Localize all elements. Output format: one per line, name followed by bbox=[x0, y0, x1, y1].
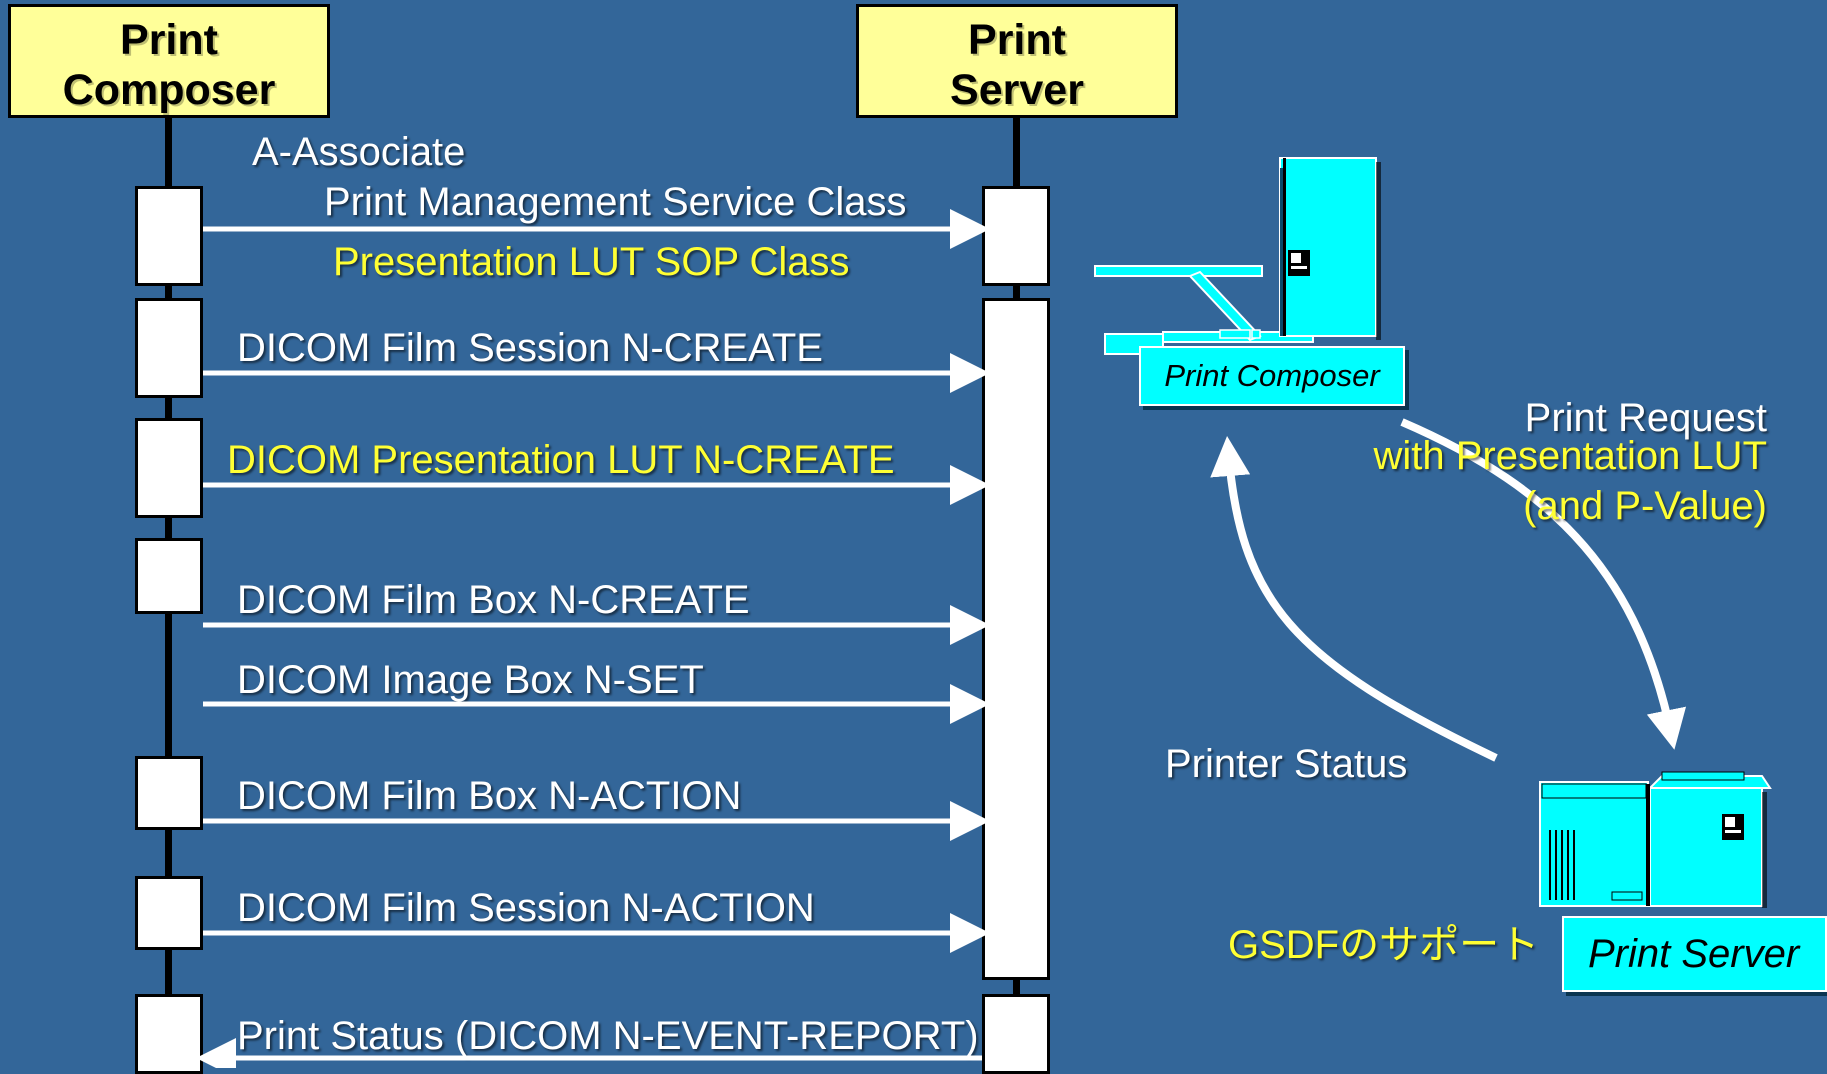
printer-status-arrow bbox=[1210, 436, 1498, 762]
composer-header: Print Composer bbox=[8, 4, 330, 118]
gsdf-support-label: GSDFのサポート bbox=[1228, 923, 1540, 967]
server-activation bbox=[982, 186, 1050, 286]
composer-activation bbox=[135, 298, 203, 398]
msg-pm-service-class: Print Management Service Class bbox=[324, 180, 907, 224]
print-request-label: Print Request bbox=[1524, 396, 1767, 440]
composer-activation bbox=[135, 186, 203, 286]
server-header-line1: Print bbox=[968, 16, 1066, 64]
msg-film-box-action: DICOM Film Box N-ACTION bbox=[237, 774, 742, 818]
server-header-line2: Server bbox=[950, 66, 1084, 114]
print-server-device-icon bbox=[1539, 771, 1772, 908]
msg-film-session-create: DICOM Film Session N-CREATE bbox=[237, 326, 823, 370]
print-composer-device-icon bbox=[1094, 157, 1381, 355]
msg-pres-lut-sop: Presentation LUT SOP Class bbox=[333, 240, 850, 284]
and-pvalue-label: (and P-Value) bbox=[1523, 484, 1767, 528]
composer-header-line1: Print bbox=[120, 16, 218, 64]
msg-print-status: Print Status (DICOM N-EVENT-REPORT) bbox=[237, 1014, 979, 1058]
composer-activation bbox=[135, 994, 203, 1074]
composer-header-line2: Composer bbox=[62, 66, 276, 114]
msg-image-box-set: DICOM Image Box N-SET bbox=[237, 658, 704, 702]
print-server-device-label: Print Server bbox=[1562, 916, 1827, 992]
msg-film-box-create: DICOM Film Box N-CREATE bbox=[237, 578, 750, 622]
msg-film-session-action: DICOM Film Session N-ACTION bbox=[237, 886, 815, 930]
print-request-arrow bbox=[1400, 418, 1687, 750]
msg-a-associate: A-Associate bbox=[252, 130, 466, 174]
with-pres-lut-label: with Presentation LUT bbox=[1373, 434, 1767, 478]
print-composer-device-label: Print Composer bbox=[1139, 346, 1405, 406]
composer-activation bbox=[135, 538, 203, 614]
composer-activation bbox=[135, 418, 203, 518]
print-server-device-label-text: Print Server bbox=[1588, 932, 1800, 976]
composer-activation bbox=[135, 876, 203, 950]
server-header: Print Server bbox=[856, 4, 1178, 118]
msg-pres-lut-create: DICOM Presentation LUT N-CREATE bbox=[227, 438, 895, 482]
composer-activation bbox=[135, 756, 203, 830]
printer-status-label: Printer Status bbox=[1165, 742, 1408, 786]
print-composer-device-label-text: Print Composer bbox=[1164, 358, 1380, 393]
